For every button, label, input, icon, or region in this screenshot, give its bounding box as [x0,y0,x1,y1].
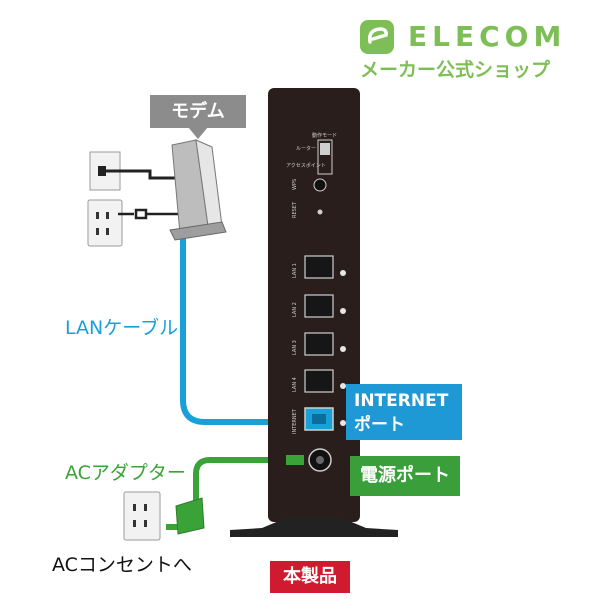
router-lan2-label: LAN 2 [292,302,298,317]
lan-cable [180,229,307,425]
brand-subtitle: メーカー公式ショップ [360,59,551,81]
internet-port-callout-line2: ポート [354,415,405,435]
router-lan1-label: LAN 1 [292,263,298,278]
dc-plug-icon [286,455,304,465]
modem-callout: モデム [150,95,246,128]
product-badge: 本製品 [270,561,350,593]
router-wps-label: WPS [292,179,298,190]
lan-cable-label: LANケーブル [65,317,179,339]
internet-port-callout-line1: INTERNET [354,391,449,411]
router-mode-title: 動作モード [312,132,337,139]
power-port-callout: 電源ポート [350,456,460,496]
brand-header: ELECOM メーカー公式ショップ [360,14,592,86]
router-mode-router: ルーター [296,145,316,152]
router-lan4-label: LAN 4 [292,377,298,392]
router-body [230,88,398,537]
modem-callout-pointer [188,127,208,139]
router-lan3-label: LAN 3 [292,340,298,355]
phone-cable [104,169,178,180]
modem-icon [169,139,227,241]
ac-adapter-label: ACアダプター [65,462,186,484]
elecom-logo-icon [360,20,394,54]
ac-outlet-label: ACコンセントへ [52,554,192,576]
router-reset-label: RESET [292,201,298,218]
router-internet-label: INTERNET [292,408,298,434]
power-outlet-icon [87,199,123,247]
internet-port-callout: INTERNET ポート [346,384,462,440]
ac-adapter-icon [166,497,205,535]
modem-power-cable [118,208,178,220]
brand-name: ELECOM [408,20,567,53]
router-mode-ap: アクセスポイント [286,162,326,169]
ac-cable [193,457,300,508]
ac-outlet-icon [123,491,161,541]
